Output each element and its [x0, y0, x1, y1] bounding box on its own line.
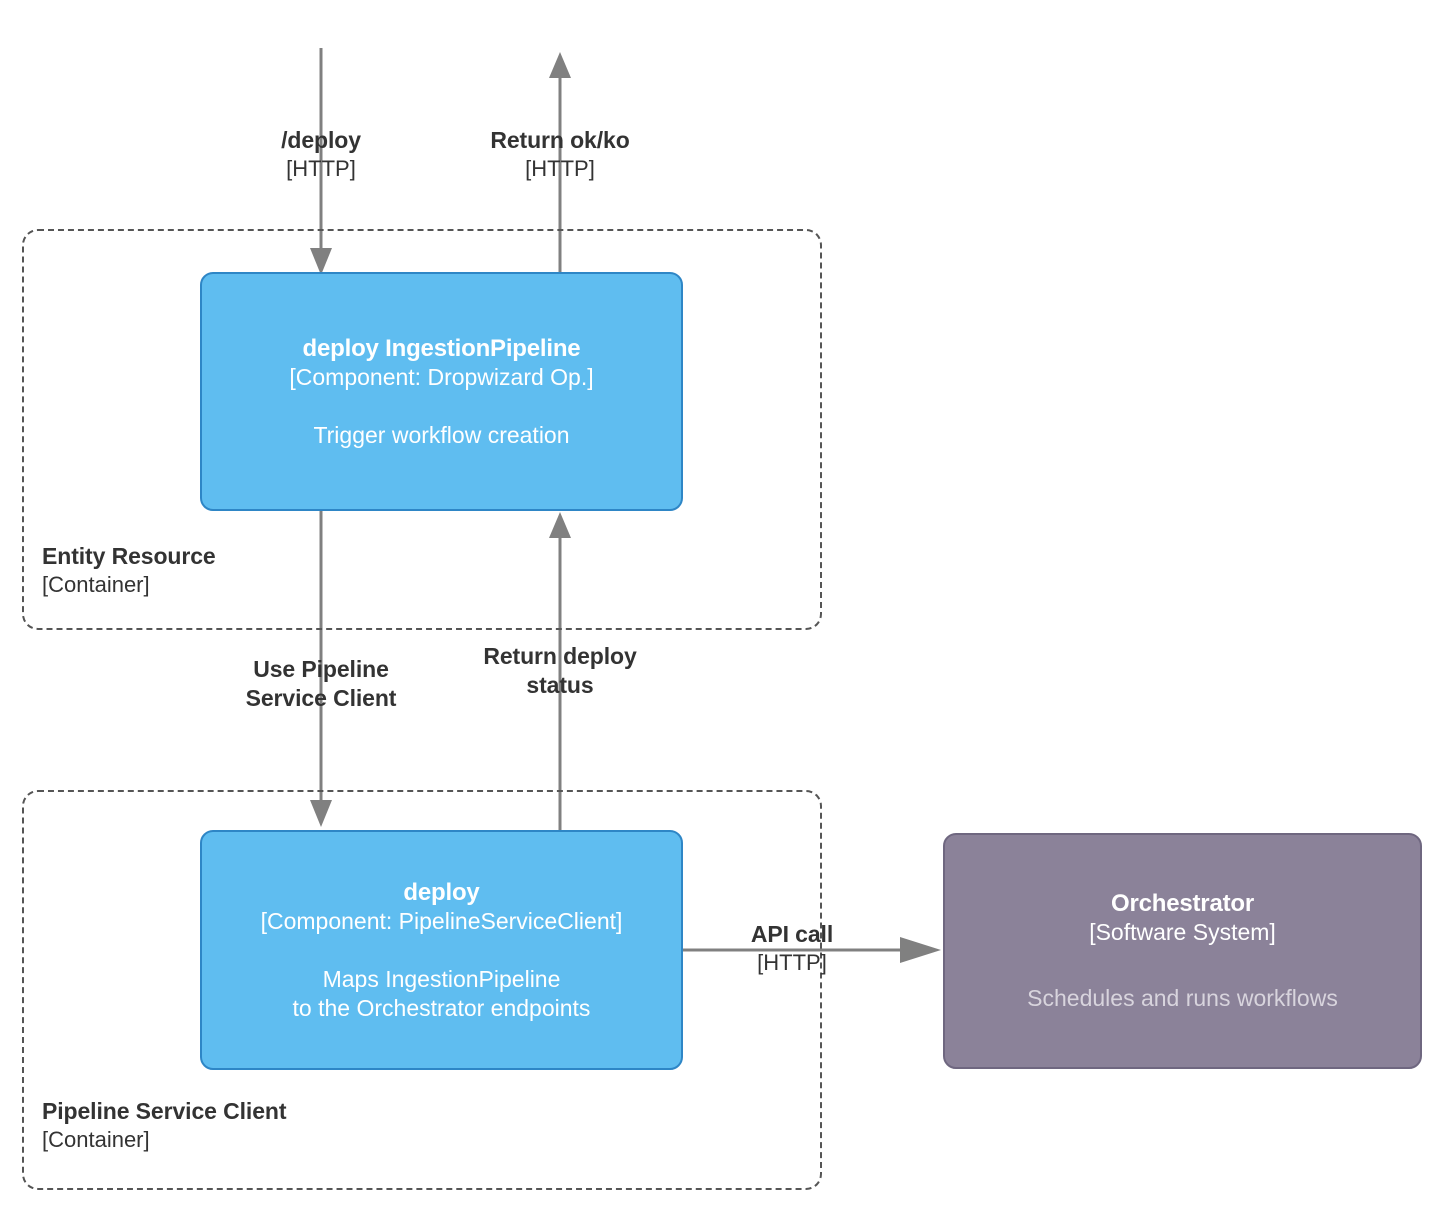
- edge-label-return-ok-ko-technology: [HTTP]: [525, 155, 595, 181]
- boundary-subtitle-entity-resource: [Container]: [42, 572, 150, 598]
- edge-label-return-ok-ko-text: Return ok/ko: [490, 127, 630, 153]
- edge-label-use-pipeline-service-client-line2: Service Client: [245, 684, 397, 711]
- edge-label-return-deploy-status-line1: Return deploy: [483, 643, 637, 669]
- node-technology-orchestrator: [Software System]: [1089, 919, 1276, 946]
- boundary-title-entity-resource: Entity Resource: [42, 543, 216, 569]
- node-description-orchestrator: Schedules and runs workflows: [1027, 985, 1338, 1012]
- node-orchestrator[interactable]: Orchestrator [Software System] Schedules…: [943, 833, 1422, 1069]
- boundary-title-pipeline-service-client: Pipeline Service Client: [42, 1098, 287, 1124]
- node-title-deploy-ingestion-pipeline: deploy IngestionPipeline: [302, 334, 581, 362]
- boundary-entity-resource: [22, 229, 822, 630]
- edge-label-return-deploy-status: Return deploy status: [400, 642, 720, 700]
- edge-label-deploy-request: /deploy [HTTP]: [161, 126, 481, 182]
- edge-label-api-call: API call [HTTP]: [692, 920, 892, 976]
- edge-label-deploy-request-text: /deploy: [281, 127, 361, 153]
- edge-label-deploy-request-technology: [HTTP]: [286, 155, 356, 181]
- node-description-deploy-line2: to the Orchestrator endpoints: [292, 994, 591, 1021]
- node-title-orchestrator: Orchestrator: [1111, 890, 1254, 918]
- edge-label-use-pipeline-service-client-line1: Use Pipeline: [253, 656, 389, 682]
- node-deploy[interactable]: deploy [Component: PipelineServiceClient…: [200, 830, 683, 1070]
- edge-label-return-ok-ko: Return ok/ko [HTTP]: [400, 126, 720, 182]
- node-deploy-ingestion-pipeline[interactable]: deploy IngestionPipeline [Component: Dro…: [200, 272, 683, 511]
- edge-label-return-deploy-status-line2: status: [526, 671, 594, 698]
- node-description-deploy-ingestion-pipeline: Trigger workflow creation: [313, 421, 570, 448]
- boundary-pipeline-service-client: [22, 790, 822, 1190]
- boundary-label-pipeline-service-client: Pipeline Service Client [Container]: [42, 1097, 287, 1155]
- boundary-subtitle-pipeline-service-client: [Container]: [42, 1127, 150, 1153]
- node-description-deploy-line1: Maps IngestionPipeline: [322, 966, 561, 993]
- node-title-deploy: deploy: [403, 879, 480, 907]
- boundary-label-entity-resource: Entity Resource [Container]: [42, 542, 216, 600]
- node-technology-deploy-ingestion-pipeline: [Component: Dropwizard Op.]: [289, 363, 594, 390]
- edge-label-use-pipeline-service-client: Use Pipeline Service Client: [161, 655, 481, 713]
- edge-label-api-call-text: API call: [750, 921, 834, 947]
- edge-label-api-call-technology: [HTTP]: [757, 949, 827, 975]
- node-technology-deploy: [Component: PipelineServiceClient]: [260, 908, 623, 935]
